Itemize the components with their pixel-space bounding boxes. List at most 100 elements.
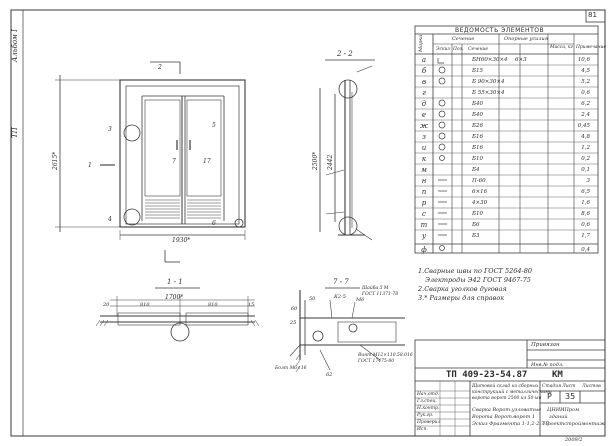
row-mass: 1,2 — [581, 145, 590, 151]
callout-7: 7 — [172, 158, 176, 165]
tb-org-2: зданий — [549, 414, 568, 420]
row-mass: 10,6 — [577, 57, 590, 63]
tb-title-3: Эскиз Фрагмента 1-1,2-2,7-7 — [472, 421, 550, 427]
dim-screw-gost: ГОСТ 17475-80 — [358, 359, 395, 364]
row-mark: к — [421, 155, 427, 163]
row-mass: 6,2 — [581, 101, 590, 107]
callout-5: 5 — [212, 122, 216, 129]
tb-descr-1: Щитовой склад из сборных — [472, 384, 539, 389]
section-2-2-title: 2 - 2 — [337, 50, 353, 58]
row-section: 4×30 — [472, 200, 488, 206]
tb-role: Исп. — [417, 427, 428, 432]
row-section: П-60 — [472, 178, 486, 184]
row-mark: м — [421, 166, 427, 174]
row-mark: п — [421, 188, 427, 196]
tb-km: КМ — [552, 370, 563, 380]
row-mark: ж — [420, 122, 428, 130]
tb-stage: Р — [547, 392, 552, 401]
row-mark: и — [421, 144, 427, 152]
row-mass: 8,6 — [581, 211, 590, 217]
tb-descr-3: ворота ворот 2500 из 50-ый — [472, 396, 542, 401]
note-3: 3.* Размеры для справок — [418, 294, 505, 302]
dim-25: 25 — [290, 320, 297, 326]
callout-3: 3 — [108, 126, 112, 133]
tb-code: ТП 409-23-54.87 — [446, 370, 528, 380]
callout-6: 6 — [212, 220, 216, 227]
row-mark: г — [422, 89, 426, 97]
tb-sheets-hdr: Листов — [582, 384, 601, 389]
table-row: а БН60×30×4 6×3 10,6 — [415, 55, 598, 66]
tb-role: Н.контр. — [417, 406, 440, 411]
dim-height: 2615* — [52, 151, 59, 170]
section-7-7-title: 7 - 7 — [333, 278, 349, 286]
row-mass: 5,2 — [581, 79, 590, 85]
dim-810-left: 810 — [140, 302, 150, 308]
row-section: Б3 — [472, 233, 480, 239]
row-mark: ф — [421, 246, 427, 254]
table-head-sec2: Сечение — [468, 47, 489, 52]
row-section: Б15 — [472, 68, 484, 74]
row-mark: а — [421, 56, 427, 64]
tb-org-3: Проектстроймонтаж — [543, 421, 606, 427]
row-mass: 0,4 — [581, 247, 590, 253]
note-1b: Электроды Э42 ГОСТ 9467-75 — [425, 276, 531, 284]
dim-810-right: 810 — [208, 302, 218, 308]
row-section: Б40 — [472, 101, 484, 107]
row-mark: н — [421, 177, 427, 185]
callout-17: 17 — [203, 158, 211, 165]
row-mark: в — [421, 78, 427, 86]
row-section: Б16 — [472, 134, 484, 140]
row-mass: 2,4 — [581, 112, 590, 118]
dim-15: 15 — [248, 302, 255, 308]
table-head-sketch: Эскиз — [436, 47, 451, 52]
dim-bottom: 1700* — [165, 294, 184, 301]
tb-title-2: Ворота Ворот.ворот 1 — [472, 414, 536, 420]
callout-4: 4 — [108, 216, 112, 223]
dim-washer: Шайба 5 М — [362, 286, 389, 291]
row-mass: 0,45 — [577, 123, 590, 129]
callout-2: 2 — [158, 64, 162, 71]
table-row: ф 0,4 — [415, 245, 598, 256]
note-1a: 1.Сварные швы по ГОСТ 5264-80 — [418, 267, 532, 275]
row-section: 6×16 — [472, 189, 488, 195]
row-mark: р — [421, 199, 427, 207]
tb-sheet-no: 35 — [565, 392, 576, 401]
table-row: ж Б26 0,45 — [415, 121, 598, 132]
row-mark: б — [421, 67, 427, 75]
row-mass: 0,6 — [581, 222, 590, 228]
dim-60: 60 — [291, 306, 298, 312]
tb-priv: Привязан — [531, 342, 560, 348]
row-mark: у — [421, 232, 427, 240]
row-section: Б6 — [472, 222, 480, 228]
row-support: 6×3 — [515, 57, 527, 63]
dim-h2: 2500* — [312, 151, 319, 170]
tb-inv: Инв.№ подл. — [531, 362, 564, 368]
dim-screw: Винт М12×110.58.016 — [358, 353, 413, 358]
tb-role: Гл.спец. — [417, 399, 437, 404]
row-section: Б26 — [472, 123, 484, 129]
tb-stage-hdr: Стадия — [542, 384, 562, 389]
dim-20: 20 — [103, 302, 110, 308]
row-mass: 1,7 — [581, 233, 590, 239]
row-section: Б10 — [472, 156, 484, 162]
corner-code: 2009/2 — [565, 437, 583, 443]
dim-h3: 2442 — [327, 154, 334, 170]
tb-role: Нач.отд. — [417, 392, 440, 397]
table-title: ВЕДОМОСТЬ ЭЛЕМЕНТОВ — [455, 27, 545, 34]
section-1-1-title: 1 - 1 — [167, 278, 183, 286]
callout-1: 1 — [88, 162, 92, 169]
row-mark: с — [422, 210, 426, 218]
tb-sheet-hdr: Лист — [562, 384, 576, 389]
row-section: БН60×30×4 — [472, 57, 508, 63]
